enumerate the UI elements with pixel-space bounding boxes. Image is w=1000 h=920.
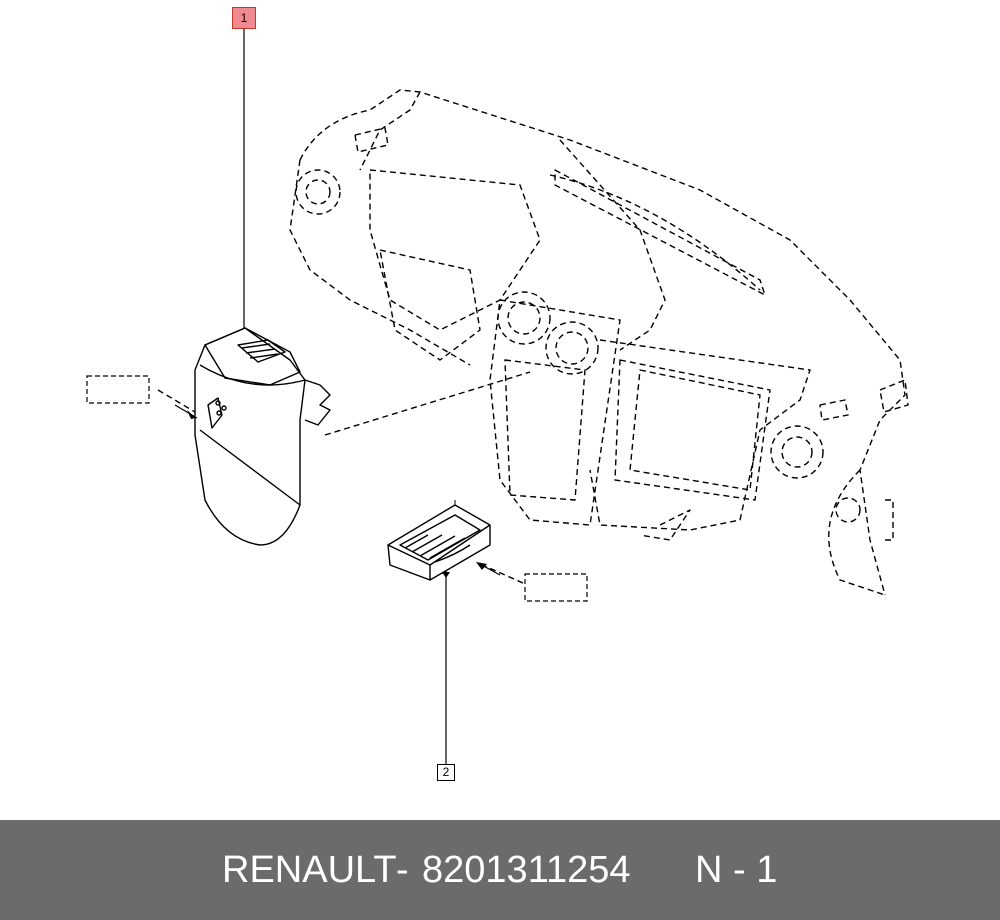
dashboard-exploded-diagram (86, 29, 909, 764)
arrow-head-part-2 (476, 562, 487, 570)
callout-2[interactable]: 2 (437, 764, 455, 781)
brand-name: RENAULT (222, 849, 397, 891)
leader-line-part-1-ref (157, 389, 196, 413)
footer-bar: RENAULT - 8201311254 N - 1 (0, 820, 1000, 920)
part-number: 8201311254 (422, 849, 631, 891)
part-2-vent-panel (387, 504, 491, 581)
quantity-label: N - 1 (695, 849, 778, 891)
leader-line-part-2-ref (477, 562, 524, 584)
reference-box-right (524, 573, 588, 602)
callout-1[interactable]: 1 (232, 7, 256, 29)
arrow-head-part-1 (187, 410, 196, 419)
dashboard-outline (289, 89, 909, 596)
leader-line-part-1 (324, 371, 531, 436)
part-1-cluster-cover (194, 327, 331, 546)
reference-box-left (86, 375, 150, 404)
footer-separator: - (396, 849, 409, 891)
